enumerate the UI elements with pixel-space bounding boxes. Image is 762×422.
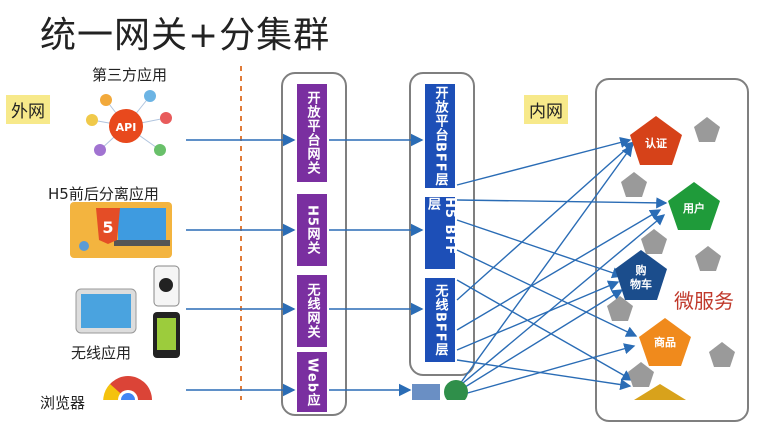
goods-service-label: 商品	[654, 335, 676, 349]
bff-cluster-box	[409, 72, 475, 376]
client-label-h5: H5前后分离应用	[48, 185, 159, 203]
mobile-devices-icon	[75, 265, 180, 358]
goods-service-node: 商品	[639, 318, 691, 366]
user-service-node: 用户	[668, 182, 720, 230]
generic-service-node	[634, 384, 686, 400]
client-label-wireless: 无线应用	[71, 344, 132, 362]
user-service-label: 用户	[683, 201, 705, 215]
bff-open-platform: 开放平台BFF层	[425, 84, 455, 188]
diagram-title: 统一网关+分集群	[40, 15, 331, 56]
inner-network-tag: 内网	[524, 95, 568, 124]
auth-service-label: 认证	[645, 136, 667, 150]
open-api-icon: API	[86, 90, 172, 156]
gateway-wireless: 无线网关	[297, 275, 327, 347]
api-icon-text: API	[116, 121, 137, 134]
web-server-globe-icon	[412, 380, 468, 400]
diagram-graphics: API 5	[70, 66, 735, 400]
placeholder-service-nodes	[607, 117, 735, 387]
cart-service-label: 购物车	[630, 263, 652, 291]
browser-chrome-icon	[103, 376, 152, 400]
cart-service-node: 购物车	[615, 250, 667, 300]
auth-service-node: 认证	[630, 116, 682, 165]
html5-icon-text: 5	[102, 218, 113, 237]
bff-service-arrows	[456, 137, 668, 397]
microservices-label: 微服务	[674, 289, 734, 313]
gateway-h5: H5网关	[297, 194, 327, 266]
diagram-canvas: 统一网关+分集群 外网 内网 第三方应用 H5前后分离应用 无线应用 浏览器 开…	[6, 15, 749, 422]
bff-h5: H5 BFF层	[425, 197, 457, 269]
gateway-open-platform: 开放平台网关	[297, 84, 327, 182]
html5-laptop-icon: 5	[70, 202, 172, 258]
bff-wireless: 无线BFF层	[425, 278, 455, 362]
outer-network-tag: 外网	[6, 95, 50, 124]
client-label-open: 第三方应用	[92, 66, 168, 84]
